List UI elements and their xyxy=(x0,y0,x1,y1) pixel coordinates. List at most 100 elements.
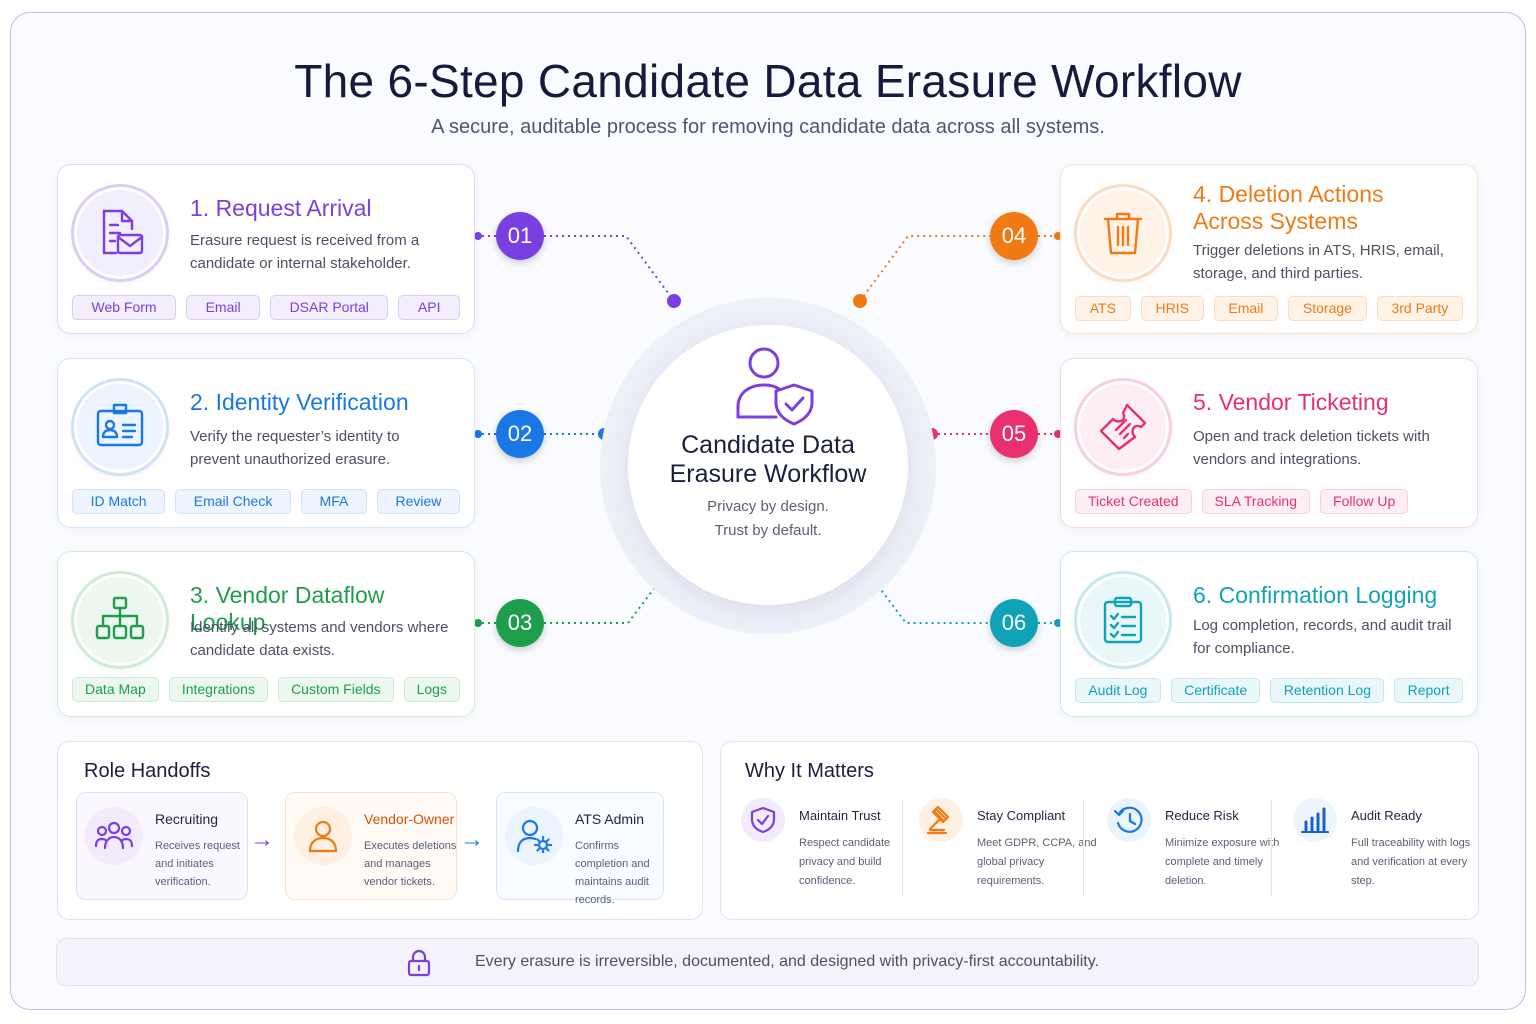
why-it-matters-panel: Why It Matters Maintain Trust Respect ca… xyxy=(720,741,1479,920)
why-maintain-trust-icon-badge xyxy=(741,798,785,842)
chip-data-map: Data Map xyxy=(72,677,159,702)
why-maintain-trust-name: Maintain Trust xyxy=(799,808,881,823)
hierarchy-icon xyxy=(95,596,145,640)
step-card-request-arrival: 1. Request Arrival Erasure request is re… xyxy=(57,164,475,334)
id-card-icon xyxy=(96,403,144,447)
step-card-deletion-actions: 4. Deletion Actions Across Systems Trigg… xyxy=(1060,164,1478,334)
step-card-vendor-dataflow-lookup: 3. Vendor Dataflow Lookup Identify all s… xyxy=(57,551,475,717)
why-maintain-trust: Maintain Trust Respect candidate privacy… xyxy=(741,792,901,896)
center-tagline: Privacy by design. Trust by default. xyxy=(628,495,908,543)
step-card-confirmation-logging: 6. Confirmation Logging Log completion, … xyxy=(1060,551,1478,717)
chip-id-match: ID Match xyxy=(72,489,166,514)
step1-description: Erasure request is received from a candi… xyxy=(190,232,420,272)
lock-icon xyxy=(407,949,431,977)
team-icon xyxy=(94,821,134,850)
person-icon xyxy=(308,820,338,853)
role-ats-admin-icon-badge xyxy=(505,807,563,865)
chip-certificate: Certificate xyxy=(1170,678,1261,703)
step4-chips: ATS HRIS Email Storage 3rd Party xyxy=(1075,296,1464,321)
why-maintain-trust-desc: Respect candidate privacy and build conf… xyxy=(799,837,891,887)
chip-report: Report xyxy=(1394,678,1463,703)
role-recruiting-icon-badge xyxy=(85,807,143,865)
center-title-line2: Erasure Workflow xyxy=(669,460,867,488)
chip-retention-log: Retention Log xyxy=(1270,678,1385,703)
step3-chips: Data Map Integrations Custom Fields Logs xyxy=(72,677,461,702)
chip-email: Email xyxy=(1213,296,1279,321)
step1-icon-badge xyxy=(74,187,166,279)
step-node-01: 01 xyxy=(496,212,544,260)
why-reduce-risk-desc: Minimize exposure with complete and time… xyxy=(1165,837,1280,887)
step2-icon-badge xyxy=(74,381,166,473)
step3-description: Identify all systems and vendors where c… xyxy=(190,619,449,659)
chip-review: Review xyxy=(376,489,460,514)
footer-text: Every erasure is irreversible, documente… xyxy=(475,953,1099,970)
role-vendor-owner-name: Vendor-Owner xyxy=(364,811,455,827)
why-reduce-risk-name: Reduce Risk xyxy=(1165,808,1239,823)
step6-title: 6. Confirmation Logging xyxy=(1193,582,1438,608)
why-reduce-risk: Reduce Risk Minimize exposure with compl… xyxy=(1107,792,1279,896)
ticket-icon xyxy=(1099,403,1147,451)
step3-title: 3. Vendor Dataflow Lookup xyxy=(190,582,385,635)
chip-mfa: MFA xyxy=(300,489,367,514)
step4-title: 4. Deletion Actions Across Systems xyxy=(1193,181,1463,235)
chip-ticket-created: Ticket Created xyxy=(1075,489,1192,514)
arrow-right-icon: → xyxy=(250,826,274,853)
why-stay-compliant-name: Stay Compliant xyxy=(977,808,1066,823)
chip-integrations: Integrations xyxy=(168,677,269,702)
role-recruiting: Recruiting Receives request and initiate… xyxy=(76,792,248,900)
step2-title: 2. Identity Verification xyxy=(190,389,409,415)
why-stay-compliant-desc: Meet GDPR, CCPA, and global privacy requ… xyxy=(977,837,1097,887)
trash-icon xyxy=(1103,212,1143,255)
chip-email: Email xyxy=(186,295,261,320)
clock-arrow-icon xyxy=(1114,806,1143,833)
step-node-04: 04 xyxy=(990,212,1038,260)
chip-dsar-portal: DSAR Portal xyxy=(270,295,389,320)
arrow-right-icon: → xyxy=(460,826,484,853)
why-audit-ready-icon-badge xyxy=(1293,798,1337,842)
step5-icon-badge xyxy=(1077,381,1169,473)
role-handoffs-panel: Role Handoffs Recruiting Receives reques… xyxy=(57,741,703,920)
role-handoffs-title: Role Handoffs xyxy=(84,760,211,782)
chip-audit-log: Audit Log xyxy=(1075,678,1161,703)
clipboard-check-icon xyxy=(1103,596,1143,644)
step5-title: 5. Vendor Ticketing xyxy=(1193,389,1389,415)
role-recruiting-name: Recruiting xyxy=(155,811,219,827)
step6-description: Log completion, records, and audit trail… xyxy=(1193,617,1452,657)
chip-sla-tracking: SLA Tracking xyxy=(1201,489,1311,514)
user-shield-icon xyxy=(736,347,814,426)
step-node-05: 05 xyxy=(990,410,1038,458)
step2-chips: ID Match Email Check MFA Review xyxy=(72,489,460,514)
chip-ats: ATS xyxy=(1075,296,1131,321)
why-stay-compliant-icon-badge xyxy=(919,798,963,842)
divider xyxy=(1271,800,1272,896)
page-title: The 6-Step Candidate Data Erasure Workfl… xyxy=(294,55,1242,107)
divider xyxy=(1083,800,1084,896)
step5-chips: Ticket Created SLA Tracking Follow Up xyxy=(1075,489,1409,514)
center-tagline-line1: Privacy by design. xyxy=(707,498,829,515)
role-ats-admin-desc: Confirms completion and maintains audit … xyxy=(575,840,650,906)
chip-api: API xyxy=(398,295,460,320)
document-mail-icon xyxy=(102,209,144,255)
why-stay-compliant: Stay Compliant Meet GDPR, CCPA, and glob… xyxy=(919,792,1097,896)
step6-icon-badge xyxy=(1077,574,1169,666)
footer-banner: Every erasure is irreversible, documente… xyxy=(56,938,1479,986)
step4-title-line1: 4. Deletion Actions xyxy=(1193,181,1384,207)
step-node-06: 06 xyxy=(990,599,1038,647)
step-node-02: 02 xyxy=(496,410,544,458)
center-title: Candidate Data Erasure Workflow xyxy=(628,431,908,489)
step-card-identity-verification: 2. Identity Verification Verify the requ… xyxy=(57,358,475,528)
chip-3rd-party: 3rd Party xyxy=(1376,296,1464,321)
bar-chart-icon xyxy=(1301,807,1329,833)
why-audit-ready: Audit Ready Full traceability with logs … xyxy=(1293,792,1470,896)
shield-check-icon xyxy=(750,806,776,834)
role-vendor-owner-icon-badge xyxy=(294,807,352,865)
step1-title: 1. Request Arrival xyxy=(190,195,372,221)
step5-description: Open and track deletion tickets with ven… xyxy=(1193,428,1430,468)
chip-email-check: Email Check xyxy=(175,489,291,514)
chip-hris: HRIS xyxy=(1140,296,1204,321)
why-reduce-risk-icon-badge xyxy=(1107,798,1151,842)
gavel-icon xyxy=(926,805,950,835)
why-audit-ready-desc: Full traceability with logs and verifica… xyxy=(1351,837,1471,887)
role-vendor-owner: Vendor-Owner Executes deletions and mana… xyxy=(285,792,457,900)
step2-description: Verify the requester’s identity to preve… xyxy=(190,428,400,468)
